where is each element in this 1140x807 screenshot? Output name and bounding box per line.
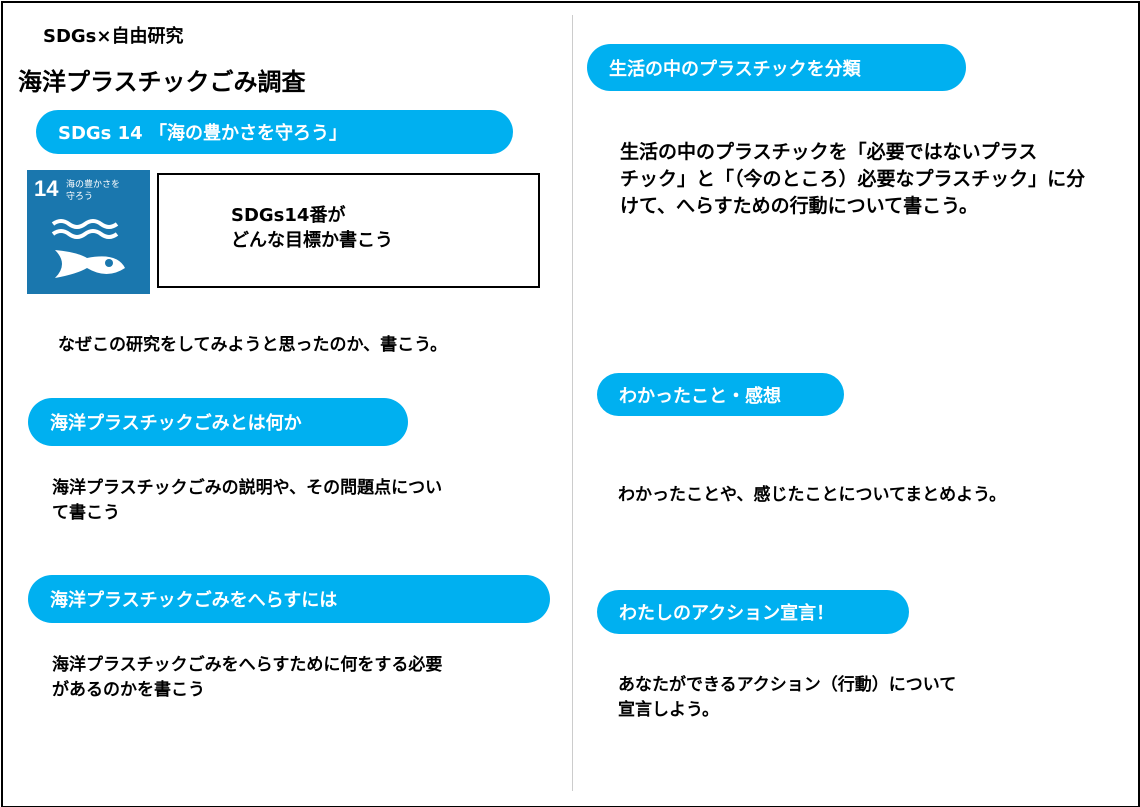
section-classify-heading: 生活の中のプラスチックを分類	[587, 44, 966, 91]
prompt-line: 生活の中のプラスチックを「必要ではないプラス	[620, 141, 1038, 163]
fish-waves-icon	[51, 219, 125, 278]
section-action-heading: わたしのアクション宣言！	[597, 590, 909, 634]
page-title: 海洋プラスチックごみ調査	[18, 68, 306, 96]
prompt-line: があるのかを書こう	[52, 680, 205, 700]
section-findings-heading: わかったこと・感想	[597, 373, 844, 416]
section-findings-prompt: わかったことや、感じたことについてまとめよう。	[618, 485, 1007, 505]
sdg-icon-number: 14	[34, 176, 59, 201]
sdg-icon-label-line2: 守ろう	[66, 192, 94, 202]
sdg14-icon: 14 海の豊かさを 守ろう	[27, 170, 150, 294]
goal-box-line1: SDGs14番が	[231, 205, 346, 226]
prompt-line: チック」と「（今のところ）必要なプラスチック」に分	[620, 168, 1086, 190]
section-classify-prompt: 生活の中のプラスチックを「必要ではないプラス チック」と「（今のところ）必要なプ…	[620, 139, 1085, 220]
motivation-prompt: なぜこの研究をしてみようと思ったのか、書こう。	[58, 335, 448, 355]
prompt-line: 宣言しよう。	[618, 700, 719, 720]
section-reduce-heading: 海洋プラスチックごみをへらすには	[28, 575, 550, 623]
section-what-is-plastic-prompt: 海洋プラスチックごみの説明や、その問題点につい て書こう	[52, 476, 442, 526]
section-what-is-plastic-heading: 海洋プラスチックごみとは何か	[28, 398, 408, 446]
goal-box-line2: どんな目標か書こう	[231, 230, 393, 251]
goal-answer-box[interactable]: SDGs14番が どんな目標か書こう	[157, 173, 540, 288]
prompt-line: て書こう	[52, 503, 120, 523]
sdg-icon-label: 海の豊かさを 守ろう	[66, 179, 120, 203]
page-subtitle: SDGs×自由研究	[43, 26, 184, 47]
column-divider	[572, 15, 573, 791]
prompt-line: 海洋プラスチックごみの説明や、その問題点につい	[52, 478, 443, 498]
section-reduce-prompt: 海洋プラスチックごみをへらすために何をする必要 があるのかを書こう	[52, 653, 442, 703]
goal-box-prompt: SDGs14番が どんな目標か書こう	[231, 203, 393, 253]
section-action-prompt: あなたができるアクション（行動）について 宣言しよう。	[618, 673, 956, 723]
sdg14-heading: SDGs 14 「海の豊かさを守ろう」	[36, 110, 513, 154]
prompt-line: けて、へらすための行動について書こう。	[620, 195, 978, 217]
prompt-line: 海洋プラスチックごみをへらすために何をする必要	[52, 655, 443, 675]
sdg-icon-label-line1: 海の豊かさを	[66, 180, 121, 190]
prompt-line: あなたができるアクション（行動）について	[618, 675, 957, 695]
